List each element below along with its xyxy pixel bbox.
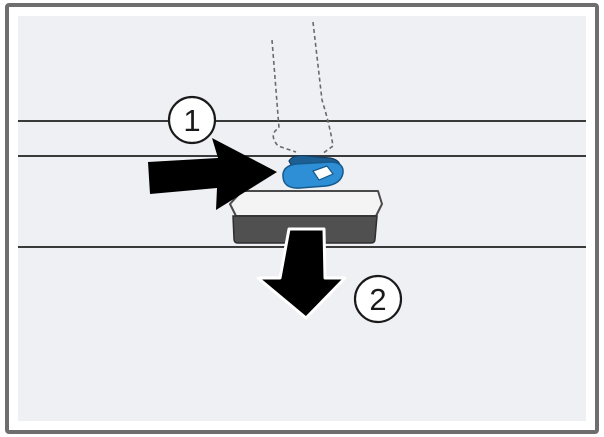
push-arrow-icon	[148, 138, 277, 210]
step-1-callout: 1	[167, 95, 217, 145]
release-lever-icon	[282, 154, 344, 189]
tray-top	[229, 190, 383, 217]
finger-outline-icon	[271, 21, 334, 155]
step-2-label: 2	[369, 282, 386, 317]
pull-down-arrow-icon	[256, 227, 347, 320]
step-2-callout: 2	[353, 274, 403, 324]
step-1-label: 1	[183, 103, 200, 138]
